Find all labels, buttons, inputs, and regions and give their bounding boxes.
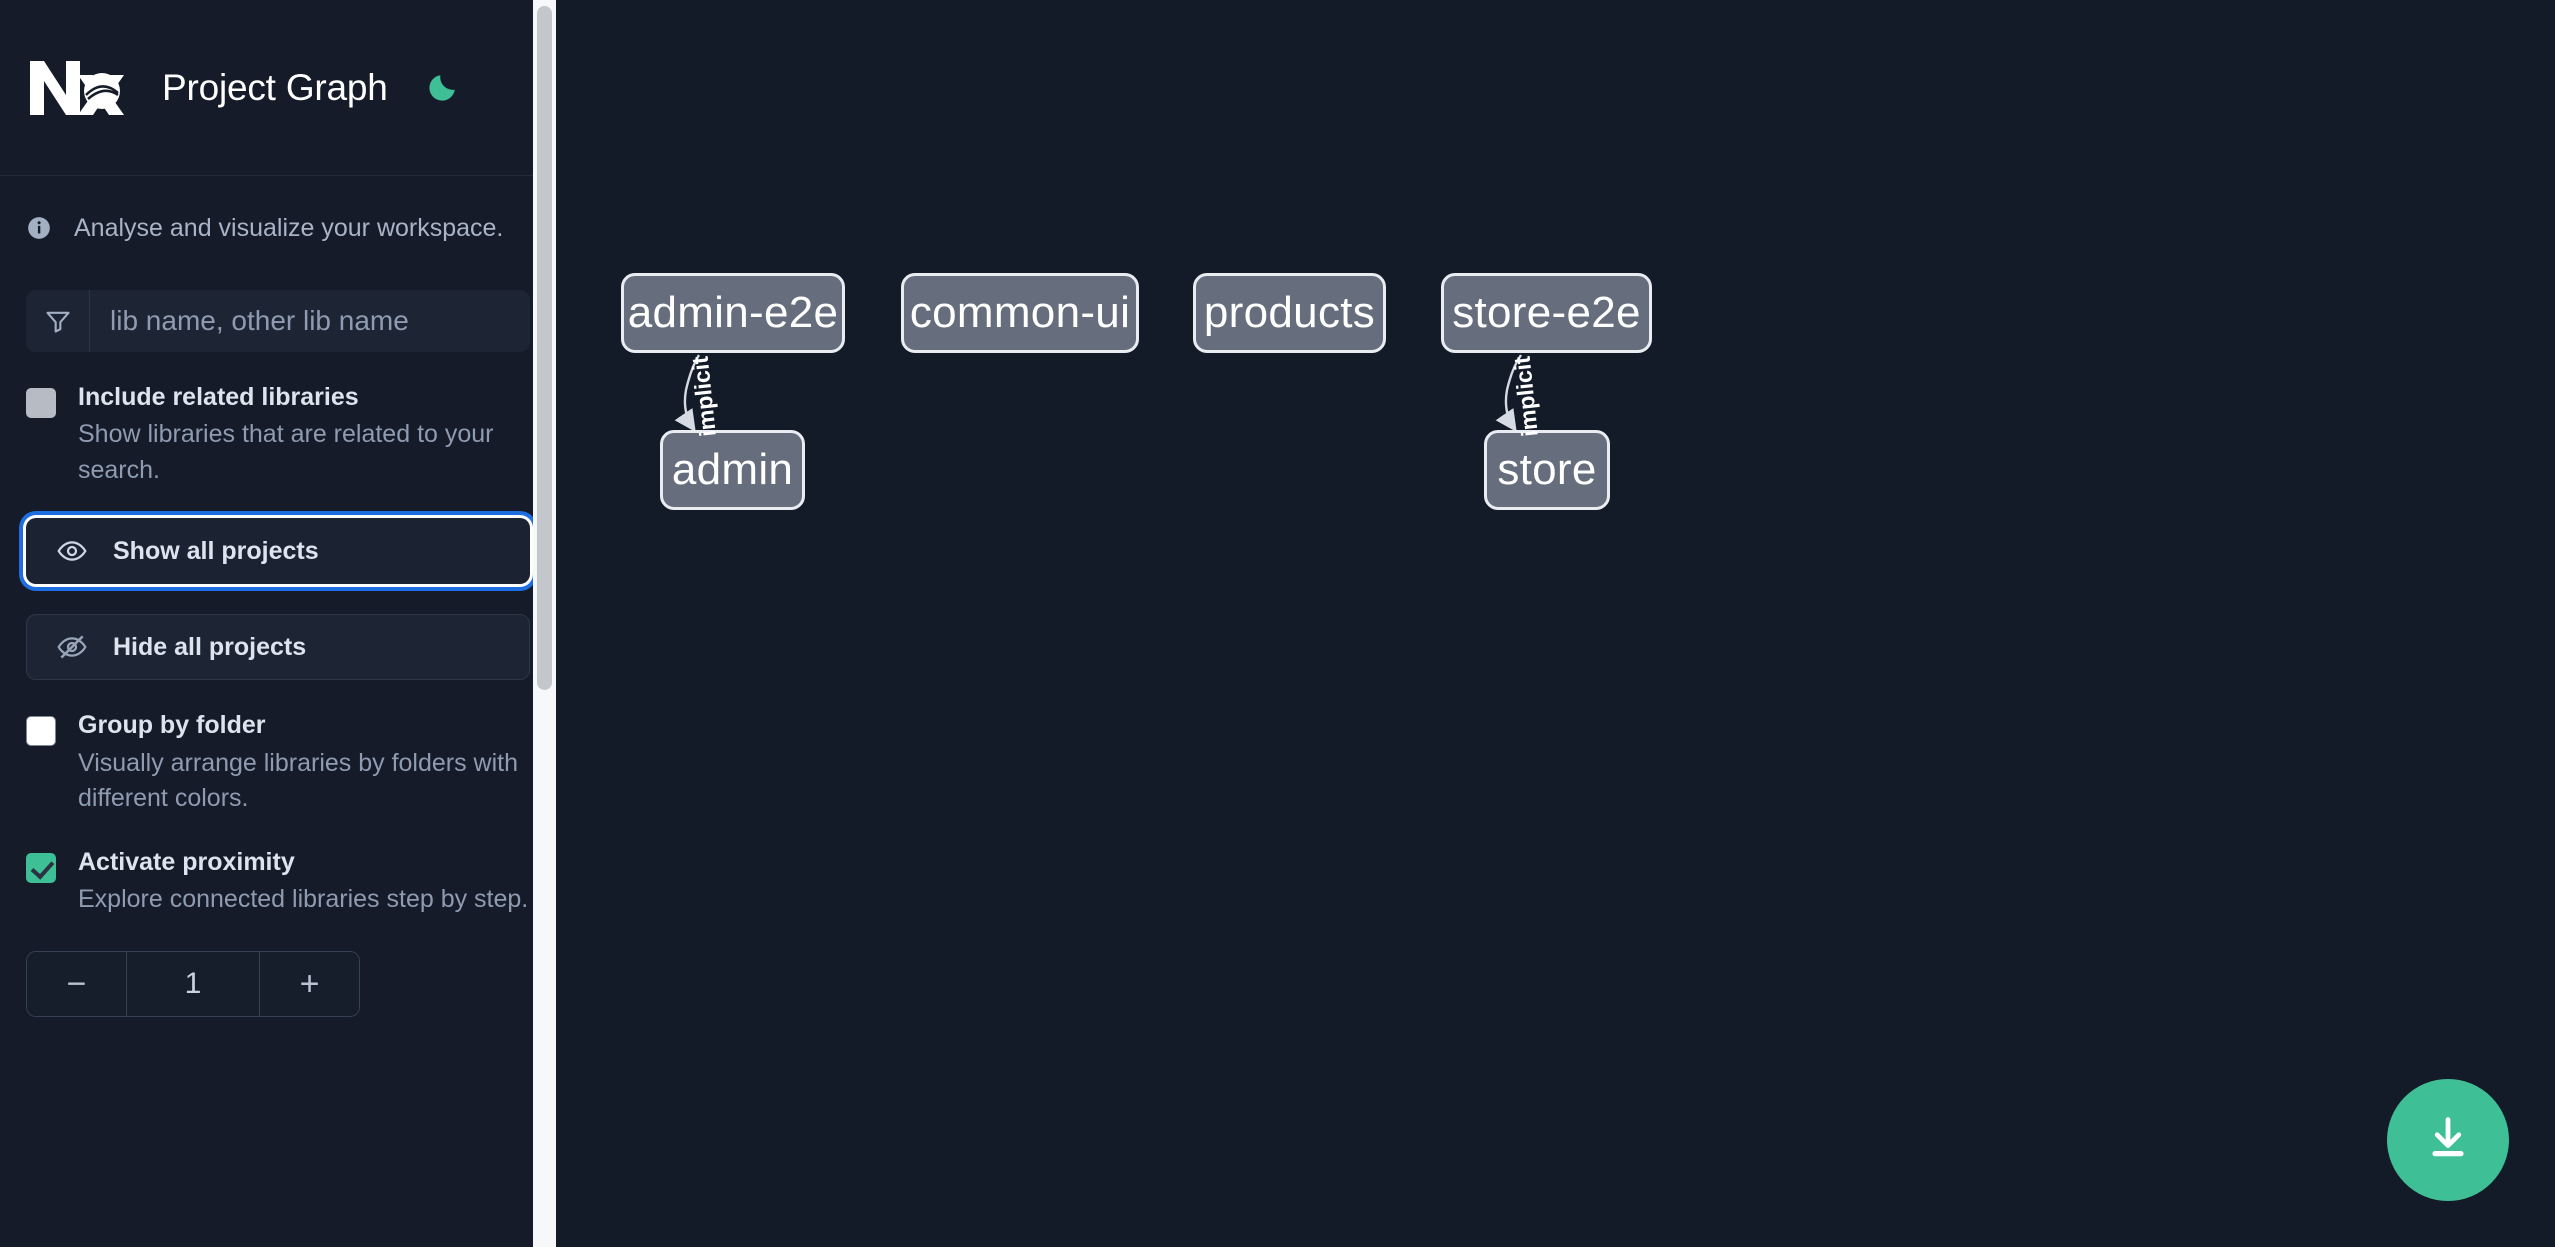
graph-node-store-e2e[interactable]: store-e2e <box>1441 273 1652 353</box>
proximity-increment-button[interactable]: + <box>259 952 359 1017</box>
sidebar: Project Graph Analyse and visualize your… <box>0 0 556 1247</box>
option-texts: Include related libraries Show libraries… <box>78 382 530 488</box>
activate-proximity-checkbox[interactable] <box>26 852 56 883</box>
hide-all-projects-label: Hide all projects <box>113 632 307 661</box>
workspace-blurb-text: Analyse and visualize your workspace. <box>74 213 504 242</box>
page-title: Project Graph <box>162 66 388 108</box>
include-related-libraries-checkbox[interactable] <box>26 388 56 418</box>
workspace-blurb: Analyse and visualize your workspace. <box>0 188 556 268</box>
proximity-decrement-button[interactable]: − <box>27 952 127 1017</box>
sidebar-controls: Include related libraries Show libraries… <box>0 290 556 1018</box>
moon-icon[interactable] <box>424 70 460 106</box>
option-group-by-folder[interactable]: Group by folder Visually arrange librari… <box>26 710 530 816</box>
option-description: Explore connected libraries step by step… <box>78 884 529 913</box>
filter-funnel-icon <box>26 290 90 352</box>
sidebar-header: Project Graph <box>0 0 556 176</box>
graph-edge-label-admin: implicit <box>686 355 721 438</box>
search-input[interactable] <box>90 290 530 352</box>
search-field-wrapper[interactable] <box>26 290 530 352</box>
sidebar-scrollbar-thumb[interactable] <box>537 6 552 690</box>
graph-node-common-ui[interactable]: common-ui <box>901 273 1139 353</box>
graph-edge-label-store: implicit <box>1508 355 1543 438</box>
nx-logo-icon <box>26 57 126 119</box>
option-label: Include related libraries <box>78 383 359 411</box>
download-graph-button[interactable] <box>2387 1079 2509 1201</box>
proximity-value: 1 <box>127 952 259 1017</box>
graph-edges <box>674 354 1522 432</box>
option-description: Show libraries that are related to your … <box>78 420 494 484</box>
option-description: Visually arrange libraries by folders wi… <box>78 748 519 813</box>
show-all-projects-button[interactable]: Show all projects <box>26 518 530 585</box>
option-label: Activate proximity <box>78 847 295 876</box>
option-activate-proximity[interactable]: Activate proximity Explore connected lib… <box>26 847 530 918</box>
show-all-projects-label: Show all projects <box>113 536 319 565</box>
option-include-related-libraries[interactable]: Include related libraries Show libraries… <box>26 382 530 488</box>
group-by-folder-checkbox[interactable] <box>26 716 56 747</box>
graph-node-admin[interactable]: admin <box>660 430 805 510</box>
proximity-stepper[interactable]: − 1 + <box>26 951 360 1018</box>
graph-canvas[interactable]: admin-e2e common-ui products store-e2e a… <box>556 0 2555 1247</box>
option-texts: Activate proximity Explore connected lib… <box>78 847 528 918</box>
graph-node-store[interactable]: store <box>1484 430 1610 510</box>
graph-node-admin-e2e[interactable]: admin-e2e <box>621 273 845 353</box>
graph-node-products[interactable]: products <box>1193 273 1386 353</box>
info-icon <box>26 215 52 241</box>
download-icon <box>2422 1112 2474 1169</box>
option-label: Group by folder <box>78 711 266 740</box>
sidebar-scrollbar-track[interactable] <box>533 0 556 1247</box>
option-texts: Group by folder Visually arrange librari… <box>78 710 530 816</box>
eye-off-icon <box>55 630 89 664</box>
eye-icon <box>55 534 89 568</box>
hide-all-projects-button[interactable]: Hide all projects <box>26 614 530 681</box>
